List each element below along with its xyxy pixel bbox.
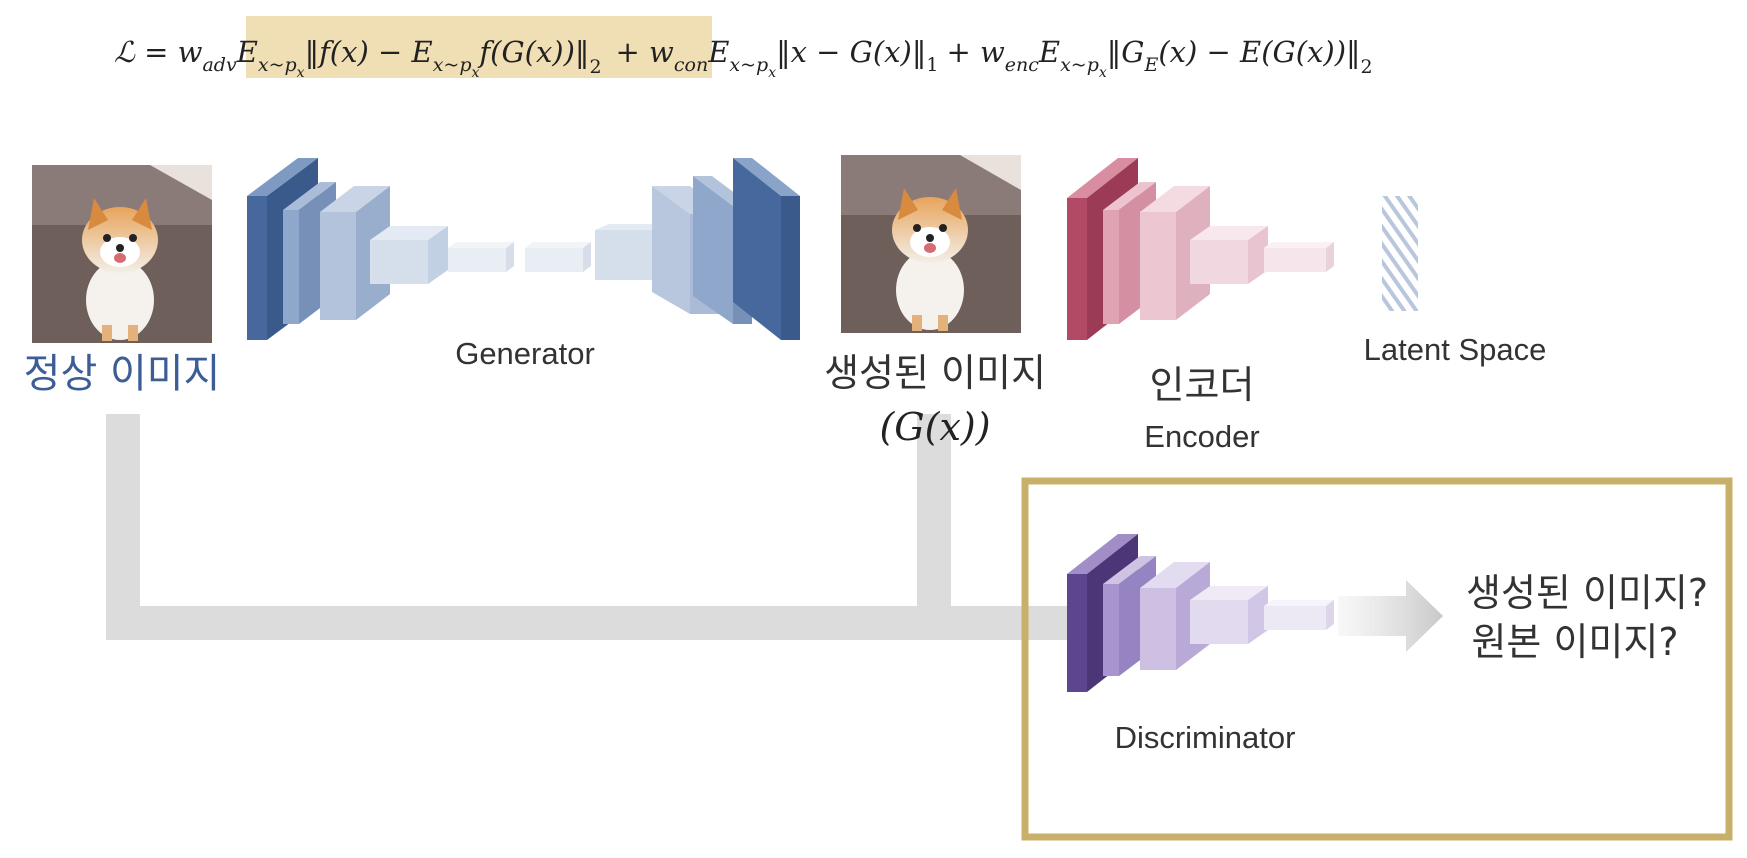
formula-term3-body2: (x) − E(G(x))‖ xyxy=(1158,35,1360,69)
question-generated: 생성된 이미지? xyxy=(1466,571,1708,615)
formula-term3-ge-sub: E xyxy=(1143,54,1158,76)
formula-lhs: ℒ = w xyxy=(114,35,203,69)
dog-illustration-1 xyxy=(82,198,158,341)
discriminator-network xyxy=(1067,534,1334,692)
generator-network xyxy=(247,158,800,340)
formula-term3-subsub: x xyxy=(1099,65,1107,81)
encoder-network xyxy=(1067,158,1334,340)
encoder-kr-label: 인코더 xyxy=(1150,363,1255,407)
discriminator-label: Discriminator xyxy=(1115,720,1296,755)
formula-term3-e: E xyxy=(1038,35,1060,69)
formula-plus-con: + w xyxy=(616,35,675,69)
loss-formula: ℒ = wadvEx~px‖f(x) − Ex~pxf(G(x))‖2+ wco… xyxy=(114,35,1373,81)
generated-image-label: 생성된 이미지 xyxy=(824,351,1046,395)
formula-term2-sub: x~p xyxy=(729,54,768,76)
encoder-label: Encoder xyxy=(1144,419,1259,454)
formula-w-enc-sub: enc xyxy=(1005,54,1039,76)
discriminator-frame xyxy=(1021,477,1733,841)
formula-term3-sub: x~p xyxy=(1060,54,1099,76)
formula-term1-body: ‖f(x) − E xyxy=(305,35,433,69)
generator-label: Generator xyxy=(455,336,595,371)
flow-horizontal xyxy=(106,606,1076,640)
formula-norm-2b: 2 xyxy=(1361,56,1373,78)
normal-image-label: 정상 이미지 xyxy=(24,351,221,397)
flow-from-normal xyxy=(106,414,140,640)
normal-image xyxy=(32,165,212,343)
formula-term1-sub2: x~p xyxy=(433,54,472,76)
latent-space-label: Latent Space xyxy=(1364,332,1547,367)
generated-image xyxy=(841,155,1021,333)
formula-plus-enc: + w xyxy=(946,35,1005,69)
svg-text:ℒ = wadvEx~px‖f(x) − Ex~pxf(G(: ℒ = wadvEx~px‖f(x) − Ex~pxf(G(x))‖2+ wco… xyxy=(114,35,1373,81)
question-original: 원본 이미지? xyxy=(1471,620,1678,664)
formula-term1-subsub: x xyxy=(297,65,305,81)
flow-paths xyxy=(106,414,1076,640)
decision-arrow xyxy=(1338,580,1443,652)
formula-term1-e: E xyxy=(236,35,258,69)
formula-norm-2a: 2 xyxy=(589,56,601,78)
formula-term3-body: ‖G xyxy=(1107,35,1145,69)
formula-term2-body: ‖x − G(x)‖ xyxy=(776,35,926,69)
formula-term1-sub: x~p xyxy=(258,54,297,76)
dog-illustration-2 xyxy=(892,188,968,331)
formula-term1-subsub2: x xyxy=(472,65,480,81)
formula-highlight xyxy=(246,16,712,78)
formula-term2-e: E xyxy=(707,35,729,69)
gx-label: (G(x)) xyxy=(879,405,990,449)
formula-term1-body2: f(G(x))‖ xyxy=(477,35,589,69)
latent-vector xyxy=(1382,196,1418,311)
formula-norm-1: 1 xyxy=(926,54,938,76)
formula-w-adv-sub: adv xyxy=(202,54,236,76)
formula-term2-subsub: x xyxy=(768,65,776,81)
flow-from-generated xyxy=(917,414,951,610)
formula-w-con-sub: con xyxy=(674,54,708,76)
